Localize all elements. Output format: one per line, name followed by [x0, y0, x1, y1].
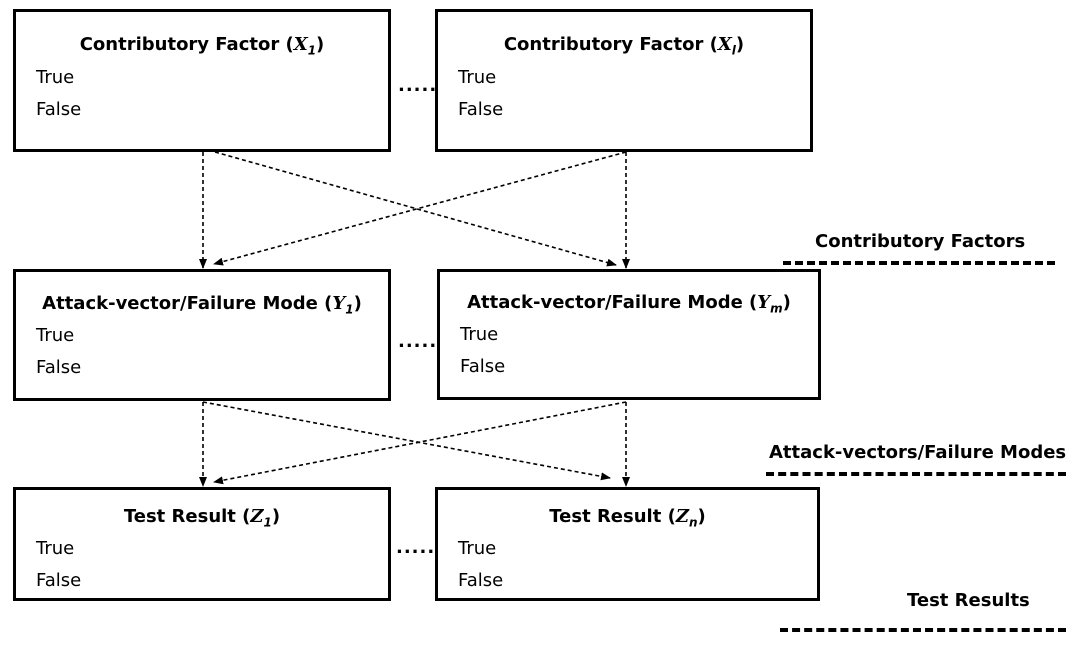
state-true: True: [458, 538, 497, 559]
state-false: False: [36, 99, 82, 120]
node-contributory-factor-xl: Contributory Factor (Xl) True False: [435, 9, 813, 152]
node-title: Test Result (Zn): [549, 506, 706, 530]
node-attack-vector-ym: Attack-vector/Failure Mode (Ym) True Fal…: [437, 269, 821, 400]
state-true: True: [36, 325, 75, 346]
layer-label-attack-vectors: Attack-vectors/Failure Modes: [769, 442, 1067, 463]
layer-rule-attack: [766, 472, 1066, 476]
ellipsis-row3: .....: [396, 537, 436, 558]
state-false: False: [458, 570, 504, 591]
state-false: False: [36, 570, 82, 591]
node-contributory-factor-x1: Contributory Factor (X1) True False: [13, 9, 391, 152]
ellipsis-row2: .....: [398, 331, 438, 352]
state-false: False: [36, 357, 82, 378]
state-true: True: [36, 67, 75, 88]
state-true: True: [458, 67, 497, 88]
node-attack-vector-y1: Attack-vector/Failure Mode (Y1) True Fal…: [13, 269, 391, 401]
node-title: Attack-vector/Failure Mode (Y1): [42, 293, 362, 317]
layer-rule-test: [780, 628, 1066, 632]
state-false: False: [458, 99, 504, 120]
state-false: False: [460, 356, 506, 377]
layer-rule-contributory: [783, 261, 1055, 265]
state-true: True: [460, 324, 499, 345]
node-test-result-zn: Test Result (Zn) True False: [435, 487, 820, 601]
edge-xl-y1: [213, 151, 627, 266]
state-true: True: [36, 538, 75, 559]
node-test-result-z1: Test Result (Z1) True False: [13, 487, 391, 601]
ellipsis-row1: .....: [398, 75, 438, 96]
node-title: Contributory Factor (Xl): [503, 34, 745, 58]
node-title: Contributory Factor (X1): [79, 34, 325, 58]
node-title: Attack-vector/Failure Mode (Ym): [467, 292, 791, 316]
layer-label-test-results: Test Results: [907, 590, 1030, 611]
node-title: Test Result (Z1): [123, 506, 281, 530]
edge-y1-zn: [202, 401, 611, 481]
layer-label-contributory-factors: Contributory Factors: [815, 231, 1026, 252]
